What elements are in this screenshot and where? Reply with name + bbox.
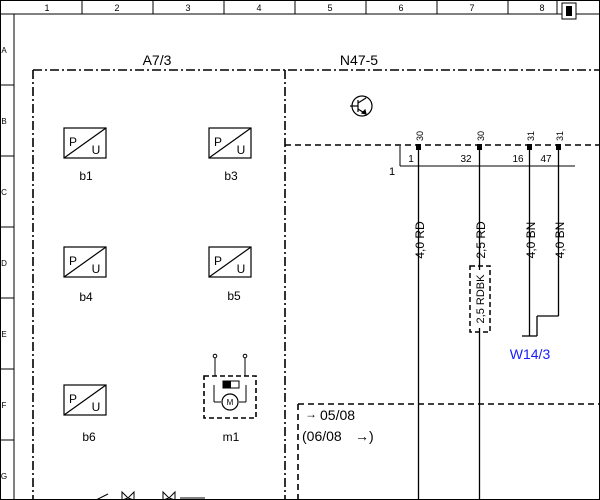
sensor-b6: P U b6 bbox=[63, 384, 107, 444]
transistor-icon bbox=[350, 95, 373, 117]
module-label-n47-5: N47-5 bbox=[340, 52, 378, 68]
wire-label: 2,5 RD bbox=[474, 221, 488, 259]
pin-47: 31 47 4,0 BN bbox=[540, 131, 567, 316]
validity-from-arrow: →) bbox=[355, 428, 374, 444]
wire-label: 4,0 BN bbox=[524, 222, 538, 259]
validity-notes: → 05/08 (06/08 →) bbox=[302, 407, 374, 444]
column-ruler: 1 2 3 4 5 6 7 8 bbox=[44, 0, 577, 20]
pin-number: 16 bbox=[512, 154, 524, 165]
row-ruler: A B C D E F G bbox=[0, 46, 14, 481]
terminal-label: 30 bbox=[415, 131, 425, 141]
sensor-p-label: P bbox=[69, 392, 77, 406]
column-label: 5 bbox=[327, 3, 332, 13]
validity-until-arrow: → bbox=[305, 407, 317, 421]
terminal-label: 30 bbox=[476, 131, 486, 141]
sensor-u-label: U bbox=[92, 143, 101, 157]
sensor-p-label: P bbox=[214, 254, 222, 268]
row-label: F bbox=[2, 401, 7, 410]
ground-junction bbox=[522, 315, 559, 337]
sensor-u-label: U bbox=[237, 262, 246, 276]
sensor-b3: P U b3 bbox=[208, 127, 252, 183]
motor-m1: M m1 bbox=[203, 353, 257, 444]
validity-until: 05/08 bbox=[320, 407, 355, 423]
sensor-p-label: P bbox=[69, 254, 77, 268]
column-label: 3 bbox=[185, 3, 190, 13]
motor-id: m1 bbox=[223, 430, 240, 444]
variant-wire-label: 2,5 RDBK bbox=[475, 274, 487, 324]
sensor-p-label: P bbox=[69, 135, 77, 149]
sensor-p-label: P bbox=[214, 135, 222, 149]
row-label: A bbox=[1, 46, 7, 55]
sensor-id: b6 bbox=[82, 430, 96, 444]
row-label: C bbox=[1, 188, 7, 197]
pin-number: 47 bbox=[540, 154, 552, 165]
sensor-b1: P U b1 bbox=[63, 127, 107, 183]
module-label-a7-3: A7/3 bbox=[143, 52, 172, 68]
sensor-u-label: U bbox=[237, 143, 246, 157]
sensor-id: b5 bbox=[227, 289, 241, 303]
terminal-label: 31 bbox=[555, 131, 565, 141]
wire-label: 4,0 BN bbox=[553, 222, 567, 259]
column-label: 8 bbox=[539, 3, 544, 13]
sensor-id: b1 bbox=[79, 169, 93, 183]
wire-label: 4,0 RD bbox=[413, 221, 427, 259]
pin-number: 1 bbox=[408, 154, 414, 165]
row-label: E bbox=[1, 330, 6, 339]
column-label: 2 bbox=[114, 3, 119, 13]
row-label: G bbox=[1, 472, 7, 481]
row-label: D bbox=[1, 259, 7, 268]
ground-label-w14-3[interactable]: W14/3 bbox=[510, 346, 551, 362]
sensor-id: b4 bbox=[79, 290, 93, 304]
partial-symbols-bottom bbox=[95, 490, 205, 500]
pin-16: 31 16 4,0 BN bbox=[512, 131, 538, 320]
sensor-u-label: U bbox=[92, 262, 101, 276]
sensor-id: b3 bbox=[224, 169, 238, 183]
connector-number: 1 bbox=[389, 166, 395, 178]
sensor-u-label: U bbox=[92, 400, 101, 414]
validity-from: (06/08 bbox=[302, 428, 342, 444]
row-label: B bbox=[1, 117, 6, 126]
connector-1: 1 bbox=[389, 146, 575, 178]
pin-number: 32 bbox=[460, 154, 472, 165]
column-label: 6 bbox=[398, 3, 403, 13]
column-label: 7 bbox=[469, 3, 474, 13]
validity-box bbox=[297, 403, 600, 500]
sensor-b5: P U b5 bbox=[208, 246, 252, 303]
module-boundaries bbox=[32, 69, 600, 500]
variant-wire-box: 2,5 RDBK bbox=[469, 265, 491, 333]
sensor-b4: P U b4 bbox=[63, 246, 107, 304]
pin-1: 30 1 4,0 RD bbox=[408, 131, 427, 500]
column-label: 1 bbox=[44, 3, 49, 13]
motor-symbol: M bbox=[227, 398, 234, 407]
column-label: 4 bbox=[256, 3, 261, 13]
terminal-label: 31 bbox=[526, 131, 536, 141]
